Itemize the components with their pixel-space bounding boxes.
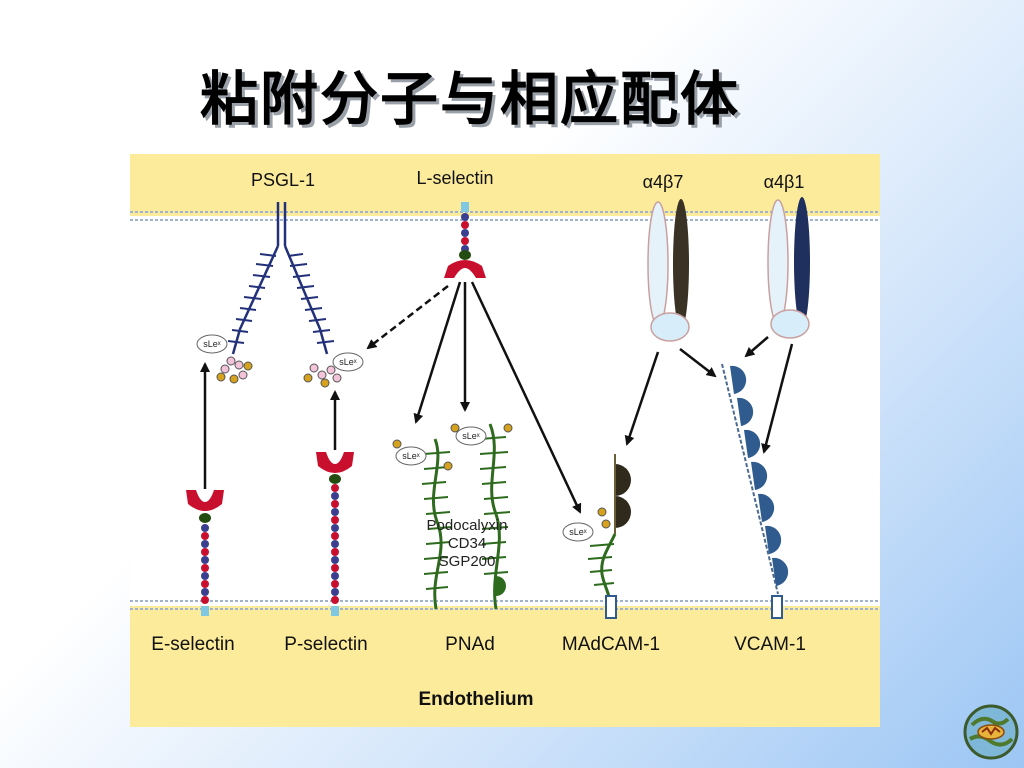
alpha4-beta1-integrin bbox=[767, 197, 810, 339]
arrow-l-selectin-to-madcam bbox=[470, 281, 582, 514]
svg-text:sLeˣ: sLeˣ bbox=[402, 451, 420, 461]
svg-text:sLeˣ: sLeˣ bbox=[203, 339, 221, 349]
label-vcam1: VCAM-1 bbox=[734, 634, 806, 655]
adhesion-diagram: PSGL-1 L-selectin α4β7 α4β1 sLe bbox=[130, 154, 880, 727]
svg-text:sLeˣ: sLeˣ bbox=[569, 527, 587, 537]
label-p-selectin: P-selectin bbox=[284, 634, 367, 655]
label-alpha4-beta7: α4β7 bbox=[643, 172, 684, 192]
pnad-mucins bbox=[421, 423, 511, 610]
sialyl-lewisx-badge: sLeˣ bbox=[196, 334, 228, 354]
alpha4-beta7-integrin bbox=[647, 199, 690, 342]
madcam1-molecule bbox=[587, 454, 631, 619]
sialyl-lewisx-badge: sLeˣ bbox=[562, 522, 594, 542]
label-alpha4-beta1: α4β1 bbox=[764, 172, 805, 192]
vcam1-molecule bbox=[721, 363, 789, 619]
label-madcam1: MAdCAM-1 bbox=[562, 634, 660, 655]
pnad-member-podocalyxin: Podocalyxin bbox=[427, 517, 508, 534]
arrow-a4b1-to-vcam-bottom bbox=[761, 343, 794, 454]
arrow-l-selectin-to-pnad-left bbox=[413, 281, 462, 424]
sialyl-lewisx-badge: sLeˣ bbox=[395, 446, 427, 466]
slide-title: 粘附分子与相应配体 bbox=[199, 65, 740, 133]
label-pnad: PNAd bbox=[445, 634, 495, 655]
binding-arrows bbox=[200, 281, 794, 514]
pnad-member-cd34: CD34 bbox=[448, 535, 486, 552]
pnad-terminal-domain bbox=[496, 576, 506, 596]
pnad-member-sgp200: SGP200 bbox=[439, 553, 496, 570]
psgl1-molecule bbox=[227, 202, 335, 355]
arrow-a4b1-to-vcam-top bbox=[744, 336, 769, 358]
endothelium-band bbox=[130, 606, 880, 727]
arrow-l-selectin-to-psgl1 bbox=[366, 285, 449, 350]
label-l-selectin: L-selectin bbox=[416, 168, 493, 188]
sialyl-lewisx-badge: sLeˣ bbox=[332, 352, 364, 372]
e-selectin-molecule bbox=[186, 490, 224, 616]
arrow-a4b7-to-vcam bbox=[679, 348, 717, 378]
sialyl-lewisx-badge: sLeˣ bbox=[455, 426, 487, 446]
label-psgl1: PSGL-1 bbox=[251, 170, 315, 190]
label-endothelium: Endothelium bbox=[418, 689, 533, 710]
psgl1-glycans bbox=[216, 356, 342, 388]
arrow-a4b7-to-madcam bbox=[624, 351, 660, 446]
pnad-glycans bbox=[392, 423, 513, 471]
l-selectin-molecule bbox=[444, 202, 486, 278]
svg-text:sLeˣ: sLeˣ bbox=[462, 431, 480, 441]
globe-logo-icon bbox=[963, 704, 1019, 760]
cell-membrane-band bbox=[130, 154, 880, 216]
p-selectin-molecule bbox=[316, 452, 354, 616]
madcam-glycans bbox=[597, 507, 611, 529]
svg-text:sLeˣ: sLeˣ bbox=[339, 357, 357, 367]
label-e-selectin: E-selectin bbox=[151, 634, 234, 655]
